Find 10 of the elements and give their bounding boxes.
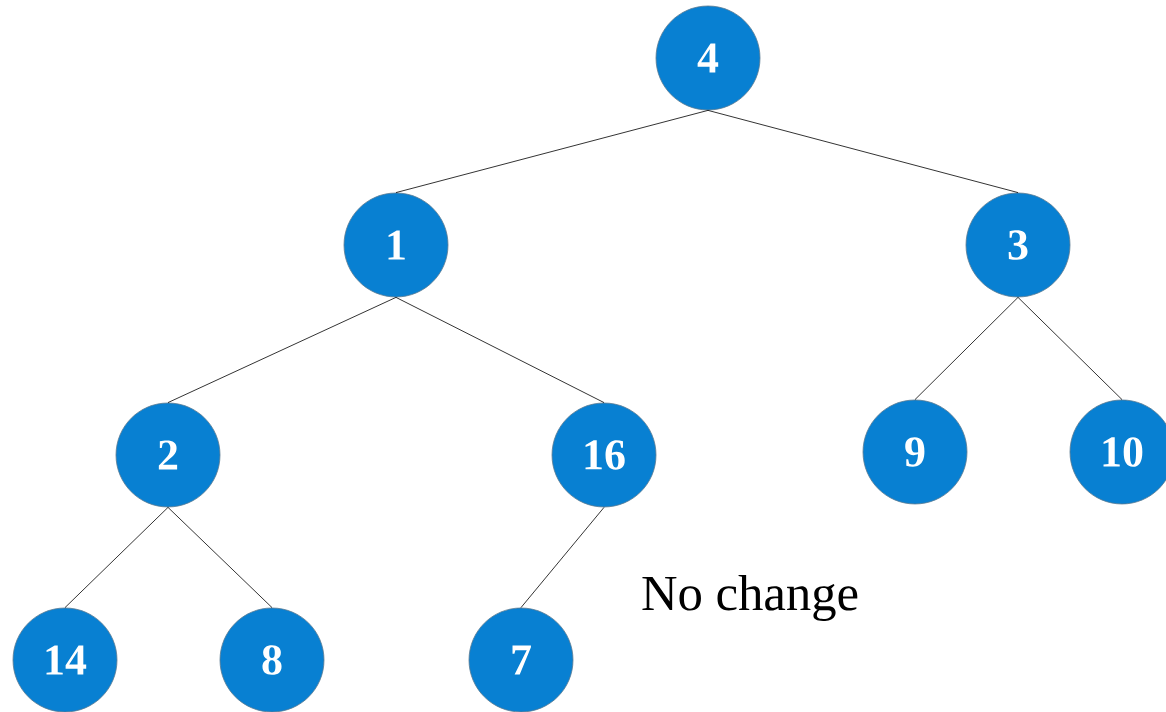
tree-edge [1017,297,1123,400]
tree-edge [167,507,273,608]
tree-edge [707,109,1019,193]
tree-edge [64,507,169,608]
note-text: No change [642,574,858,622]
tree-edge [395,109,709,193]
tree-edge [167,297,397,403]
tree-edge [914,297,1019,400]
tree-edge [395,297,605,403]
tree-edge [520,507,605,608]
